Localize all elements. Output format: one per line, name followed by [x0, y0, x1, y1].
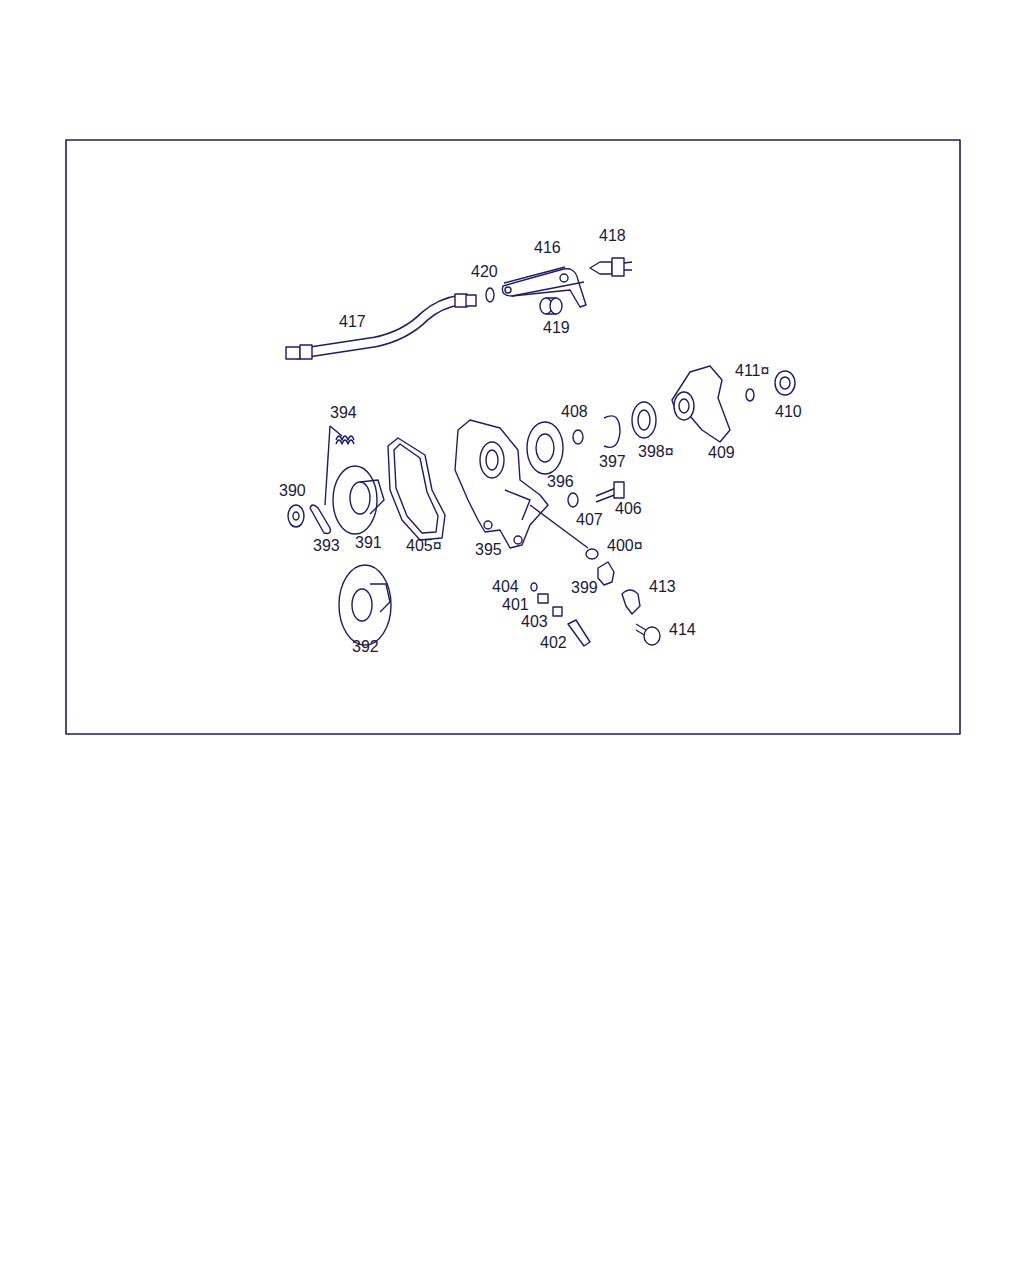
- callout-number: 410: [775, 404, 802, 420]
- callout-number: 399: [571, 580, 598, 596]
- callout-number: 405¤: [406, 538, 442, 554]
- callout-number: 390: [279, 483, 306, 499]
- callout-number: 417: [339, 314, 366, 330]
- callout-number: 396: [547, 474, 574, 490]
- callout-number: 398¤: [638, 444, 674, 460]
- callout-number: 409: [708, 445, 735, 461]
- callout-number: 391: [355, 535, 382, 551]
- callout-number: 420: [471, 264, 498, 280]
- frame: [66, 140, 960, 734]
- callout-number: 406: [615, 501, 642, 517]
- callout-number: 400¤: [607, 538, 643, 554]
- callout-number: 403: [521, 614, 548, 630]
- callout-number: 411¤: [735, 363, 769, 379]
- callout-number: 395: [475, 542, 502, 558]
- callout-number: 392: [352, 639, 379, 655]
- callout-number: 401: [502, 597, 529, 613]
- callout-number: 407: [576, 512, 603, 528]
- callout-number: 408: [561, 404, 588, 420]
- callout-number: 418: [599, 228, 626, 244]
- callout-number: 414: [669, 622, 696, 638]
- callout-number: 419: [543, 320, 570, 336]
- callout-number: 393: [313, 538, 340, 554]
- callout-number: 416: [534, 240, 561, 256]
- callout-number: 413: [649, 579, 676, 595]
- callout-number: 404: [492, 579, 519, 595]
- callout-number: 397: [599, 454, 626, 470]
- callout-number: 394: [330, 405, 357, 421]
- callout-number: 402: [540, 635, 567, 651]
